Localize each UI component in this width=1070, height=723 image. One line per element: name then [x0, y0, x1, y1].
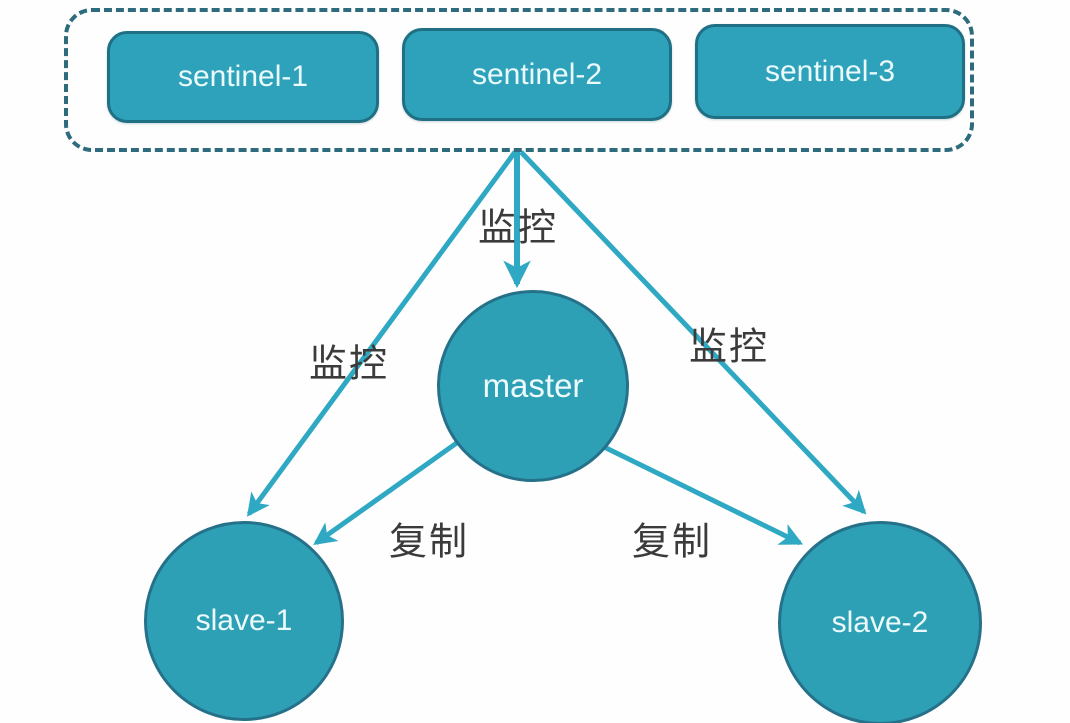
node-slave-1-label: slave-1	[195, 604, 293, 637]
node-sentinel-2-label: sentinel-2	[471, 57, 603, 91]
node-sentinel-2: sentinel-2	[402, 28, 672, 121]
edge-label-replicate-slave1: 复制	[388, 521, 470, 564]
node-sentinel-3-label: sentinel-3	[764, 54, 896, 88]
node-master-label: master	[482, 367, 584, 404]
node-sentinel-3: sentinel-3	[695, 24, 965, 119]
edge-label-monitor-slave1: 监控	[308, 343, 390, 386]
node-slave-2-label: slave-2	[831, 606, 929, 639]
node-sentinel-1-label: sentinel-1	[177, 60, 309, 93]
node-master: master	[437, 290, 629, 482]
node-sentinel-1: sentinel-1	[107, 31, 379, 123]
edge-label-replicate-slave2: 复制	[631, 521, 713, 564]
edge-label-monitor-slave2: 监控	[688, 326, 770, 369]
node-slave-1: slave-1	[144, 521, 344, 721]
sentinel-group-container: sentinel-1 sentinel-2 sentinel-3	[64, 8, 974, 152]
node-slave-2: slave-2	[778, 521, 982, 723]
edge-label-monitor-master: 监控	[477, 207, 559, 250]
